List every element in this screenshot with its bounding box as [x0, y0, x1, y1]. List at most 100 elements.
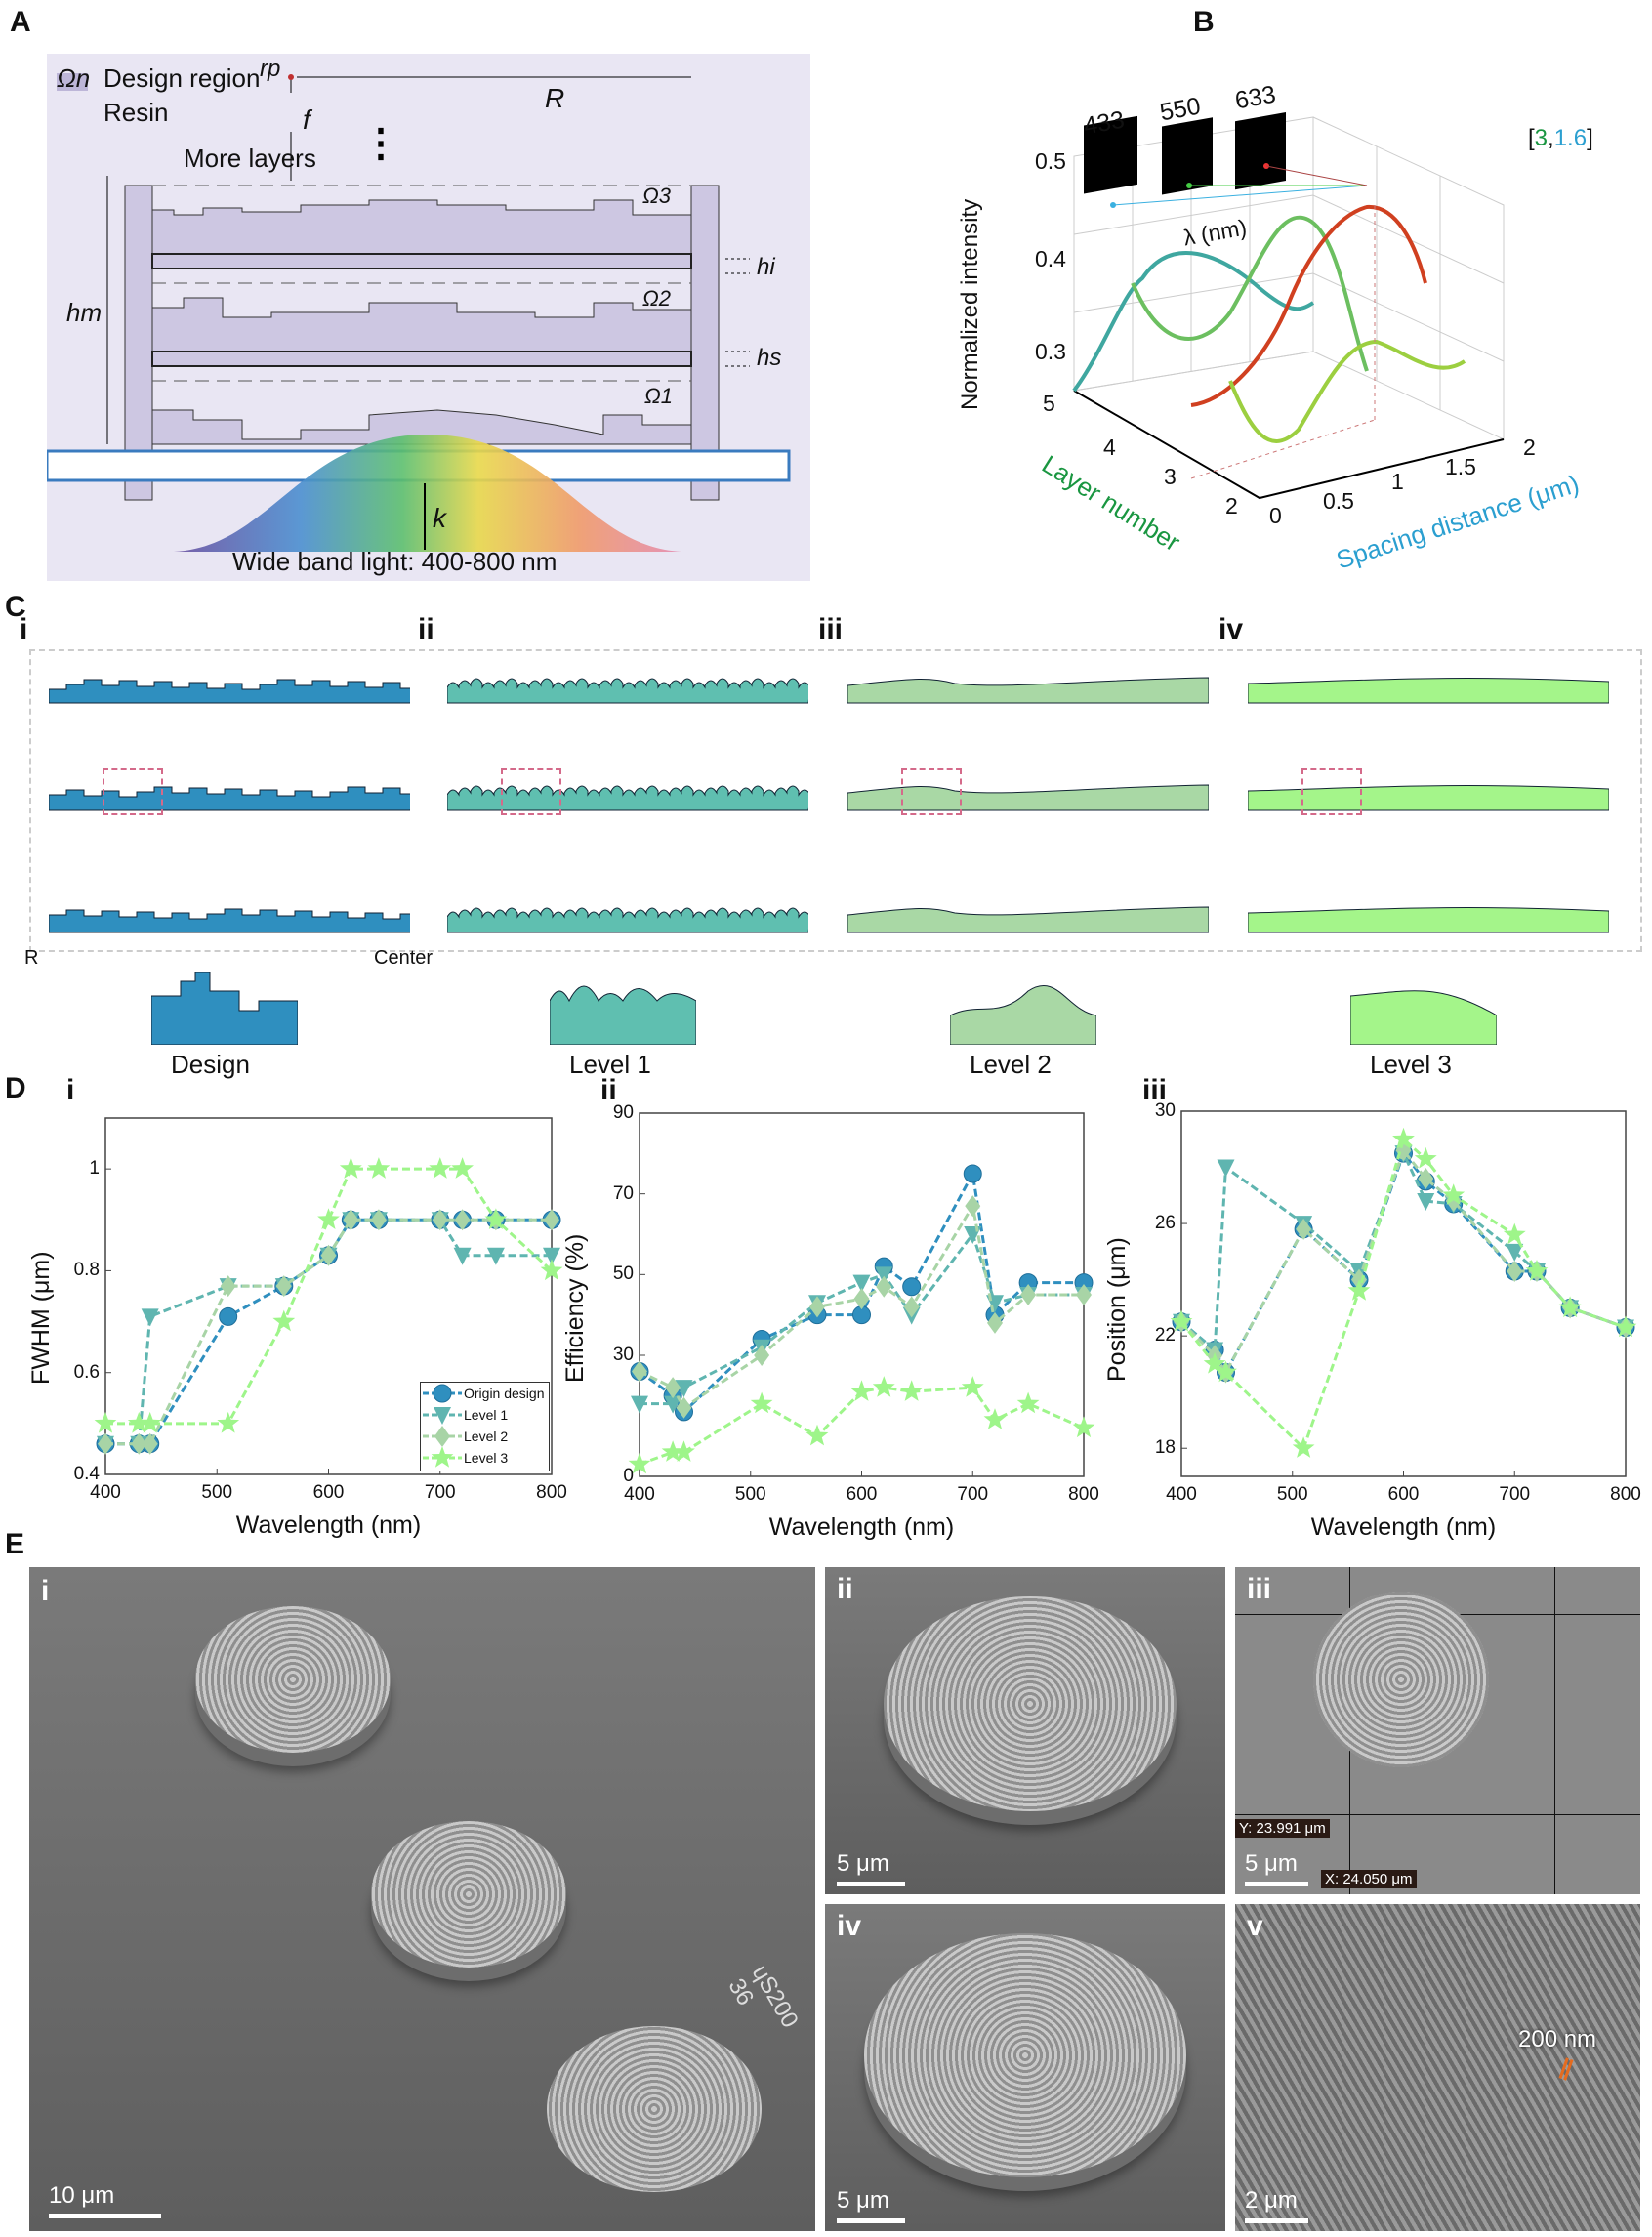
legend-marker: [423, 1447, 462, 1468]
data-point-circle: [219, 1306, 238, 1326]
data-point-diamond: [1507, 1260, 1523, 1282]
data-point-star: [127, 1411, 150, 1433]
sub-label-d-iii: iii: [1142, 1074, 1168, 1106]
x-tick-label: 500: [201, 1482, 233, 1503]
data-point-star: [367, 1157, 391, 1179]
profile-comparison-box: [29, 649, 1642, 952]
b-ytick: 0.4: [1035, 246, 1066, 271]
y-tick-label: 22: [1154, 1325, 1176, 1346]
data-point-star: [1215, 1360, 1237, 1383]
series-level-3: [94, 1157, 563, 1433]
data-point-star: [1392, 1127, 1415, 1149]
radius-edge-label: R: [24, 947, 39, 969]
lens-cutaway: [864, 1933, 1186, 2177]
series-line: [639, 1201, 1084, 1410]
scale-label: 5 μm: [837, 1850, 889, 1877]
y-tick-label: 26: [1154, 1213, 1176, 1234]
x-tick-label: 600: [312, 1482, 345, 1503]
profile-level-3: [1248, 907, 1609, 933]
b-y-axis-label: Normalized intensity: [957, 198, 983, 410]
x-tick-label: 400: [1166, 1484, 1197, 1505]
data-point-circle: [963, 1164, 982, 1183]
radius-label: R: [545, 83, 565, 113]
data-point-triangle: [453, 1247, 472, 1265]
data-point-diamond: [876, 1275, 892, 1298]
data-point-star: [872, 1376, 895, 1397]
legend-label: Design: [171, 1050, 250, 1079]
b-spacing-tick: 2: [1523, 435, 1536, 460]
sub-label-e-i: i: [41, 1575, 50, 1607]
b-spacing-tick: 1: [1391, 469, 1404, 494]
data-point-diamond: [370, 1209, 387, 1231]
series-level-3: [628, 1376, 1095, 1474]
data-point-diamond: [903, 1296, 920, 1318]
data-point-triangle: [486, 1247, 505, 1265]
data-point-star: [540, 1259, 563, 1281]
highlight-box: [501, 768, 561, 815]
series-line: [639, 1386, 1085, 1467]
series-level-2: [1174, 1139, 1633, 1384]
data-point-star: [451, 1157, 474, 1179]
data-point-diamond: [1445, 1190, 1462, 1213]
scale-label: 10 μm: [49, 2182, 115, 2209]
chart-plot-area: [94, 1117, 563, 1475]
b-ytick: 0.5: [1035, 148, 1066, 174]
schematic-panel: ⋮ Ωn Design region Resin More layers rp …: [47, 54, 810, 581]
series-level-3: [1170, 1127, 1637, 1458]
schematic-drawing: ⋮: [47, 73, 791, 552]
data-point-star: [673, 1440, 695, 1462]
legend-marker: [423, 1407, 462, 1425]
data-point-diamond: [1076, 1284, 1092, 1305]
data-point-star: [1072, 1416, 1095, 1438]
y-tick-label: 90: [612, 1102, 634, 1123]
data-point-star: [850, 1380, 873, 1401]
data-point-star: [217, 1411, 240, 1433]
data-point-star: [429, 1157, 452, 1179]
chart-plot-area: [628, 1112, 1095, 1477]
legend-label: Level 3: [1370, 1050, 1452, 1079]
center-label: Center: [374, 947, 434, 969]
x-axis-label: Wavelength (nm): [768, 1513, 955, 1541]
profile-level-1: [447, 907, 808, 933]
legend-marker: [423, 1426, 462, 1447]
sem-image-closeup: v 200 nm 2 μm: [1235, 1904, 1640, 2231]
data-point-star: [484, 1208, 508, 1229]
data-point-circle: [902, 1277, 922, 1297]
data-point-diamond: [220, 1275, 236, 1298]
data-point-star: [1170, 1309, 1193, 1332]
data-point-star: [1558, 1296, 1582, 1318]
legend-marker: [423, 1384, 462, 1403]
data-point-star: [317, 1208, 340, 1229]
profile-level-3: [1248, 678, 1609, 704]
data-point-triangle: [631, 1395, 648, 1414]
b-layer-tick: 5: [1043, 391, 1055, 416]
legend-entry: Level 3: [464, 1450, 509, 1466]
plot-3d-area: [1072, 112, 1505, 500]
data-point-triangle: [675, 1380, 693, 1398]
x-tick-label: 700: [957, 1484, 989, 1505]
hi-label: hi: [757, 254, 775, 280]
profile-level-2: [847, 677, 1209, 704]
x-tick-label: 400: [90, 1482, 121, 1503]
scale-bar: [837, 1882, 905, 1886]
data-point-star: [94, 1411, 117, 1433]
legend-label: Level 1: [569, 1050, 651, 1079]
x-tick-label: 500: [1276, 1484, 1308, 1505]
x-tick-label: 800: [1068, 1484, 1099, 1505]
optimum-spacing: 1.6: [1553, 125, 1588, 151]
optimum-layer: 3: [1534, 125, 1549, 151]
data-point-diamond: [432, 1209, 448, 1231]
b-spacing-tick: 0.5: [1323, 488, 1354, 514]
lens: [884, 1596, 1177, 1811]
legend-shape-1: [550, 985, 696, 1045]
data-point-star: [900, 1380, 924, 1401]
data-point-star: [272, 1309, 296, 1332]
profile-design: [49, 908, 410, 933]
data-point-star: [1614, 1315, 1637, 1338]
data-point-diamond: [454, 1209, 471, 1231]
data-point-star: [1503, 1222, 1526, 1245]
omega-n-symbol: Ωn: [57, 63, 91, 93]
separator: ,: [1548, 125, 1554, 151]
sub-label-e-v: v: [1247, 1910, 1263, 1942]
data-point-triangle: [1217, 1159, 1235, 1178]
